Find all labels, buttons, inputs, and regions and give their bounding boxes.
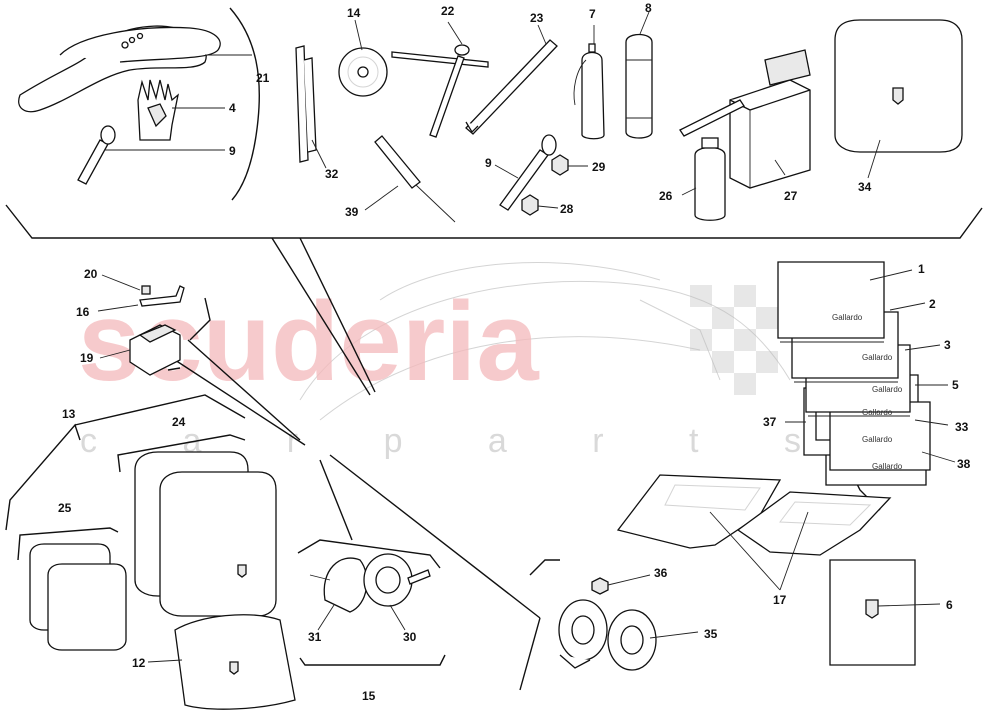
callout-21: 21 xyxy=(256,71,270,85)
horn-part-30 xyxy=(363,553,431,607)
callout-15: 15 xyxy=(362,689,376,703)
callout-7: 7 xyxy=(589,7,596,21)
nut-part-28 xyxy=(521,194,539,216)
wheel-brace-part xyxy=(391,44,489,138)
fluid-bottle-part xyxy=(694,137,726,221)
leader-lines xyxy=(97,11,956,663)
callout-3: 3 xyxy=(944,338,951,352)
manual-wallet-part-6 xyxy=(829,559,916,666)
owner-manual-stack: Gallardo Gallardo Gallardo Gallardo Gall… xyxy=(777,261,931,486)
callout-20: 20 xyxy=(84,267,98,281)
callout-29: 29 xyxy=(592,160,606,174)
book-label-4: Gallardo xyxy=(862,408,893,417)
callout-9-middle: 9 xyxy=(485,156,492,170)
callout-2: 2 xyxy=(929,297,936,311)
spark-plug-spanner-part xyxy=(499,134,557,211)
callout-numbers: 21 4 9 14 22 23 7 8 32 39 9 29 28 26 27 … xyxy=(58,1,971,703)
bracket-part-16 xyxy=(139,285,185,307)
callout-26: 26 xyxy=(659,189,673,203)
callout-22: 22 xyxy=(441,4,455,18)
book-label-6: Gallardo xyxy=(872,462,903,471)
screwdriver-part xyxy=(374,135,456,223)
book-label-1: Gallardo xyxy=(832,313,863,322)
callout-16: 16 xyxy=(76,305,90,319)
callout-6: 6 xyxy=(946,598,953,612)
callout-9-left: 9 xyxy=(229,144,236,158)
car-cover-bag-part xyxy=(834,19,963,153)
book-label-3: Gallardo xyxy=(872,385,903,394)
callout-19: 19 xyxy=(80,351,94,365)
tool-roll-part xyxy=(18,25,221,113)
callout-33: 33 xyxy=(955,420,969,434)
jack-handle-part xyxy=(465,39,558,135)
nut-part-29 xyxy=(551,154,569,176)
battery-charger-part xyxy=(679,49,811,189)
callout-12: 12 xyxy=(132,656,146,670)
callout-4: 4 xyxy=(229,101,236,115)
callout-17: 17 xyxy=(773,593,787,607)
wiper-blade-part xyxy=(295,45,317,163)
callout-31: 31 xyxy=(308,630,322,644)
bolt-part-36 xyxy=(591,577,609,595)
callout-32: 32 xyxy=(325,167,339,181)
callout-27: 27 xyxy=(784,189,798,203)
spark-plug-wrench-part xyxy=(77,125,116,185)
book-label-2: Gallardo xyxy=(862,353,893,362)
callout-23: 23 xyxy=(530,11,544,25)
callout-34: 34 xyxy=(858,180,872,194)
callout-37: 37 xyxy=(763,415,777,429)
cd-part xyxy=(338,47,388,97)
book-label-5: Gallardo xyxy=(862,435,893,444)
rolled-cover-part xyxy=(625,33,653,139)
callout-39: 39 xyxy=(345,205,359,219)
callout-36: 36 xyxy=(654,566,668,580)
checkered-flag-watermark xyxy=(690,285,778,395)
pouch-part xyxy=(174,614,296,710)
horn-pair-part-35 xyxy=(558,599,657,671)
first-aid-kit-part-19 xyxy=(129,324,181,376)
glove-part xyxy=(137,79,179,141)
callout-25: 25 xyxy=(58,501,72,515)
luggage-set-small-part xyxy=(29,543,127,651)
callout-35: 35 xyxy=(704,627,718,641)
callout-24: 24 xyxy=(172,415,186,429)
callout-14: 14 xyxy=(347,6,361,20)
horn-part-31 xyxy=(309,557,368,613)
callout-28: 28 xyxy=(560,202,574,216)
car-silhouette-ghost xyxy=(299,262,791,421)
callout-1: 1 xyxy=(918,262,925,276)
callout-30: 30 xyxy=(403,630,417,644)
tyre-inflator-can-part xyxy=(573,43,605,140)
floor-mats-part xyxy=(616,474,892,556)
callout-38: 38 xyxy=(957,457,971,471)
bolt-part-20 xyxy=(141,285,151,295)
callout-13: 13 xyxy=(62,407,76,421)
callout-8: 8 xyxy=(645,1,652,15)
luggage-set-large-part xyxy=(134,451,277,617)
callout-5: 5 xyxy=(952,378,959,392)
